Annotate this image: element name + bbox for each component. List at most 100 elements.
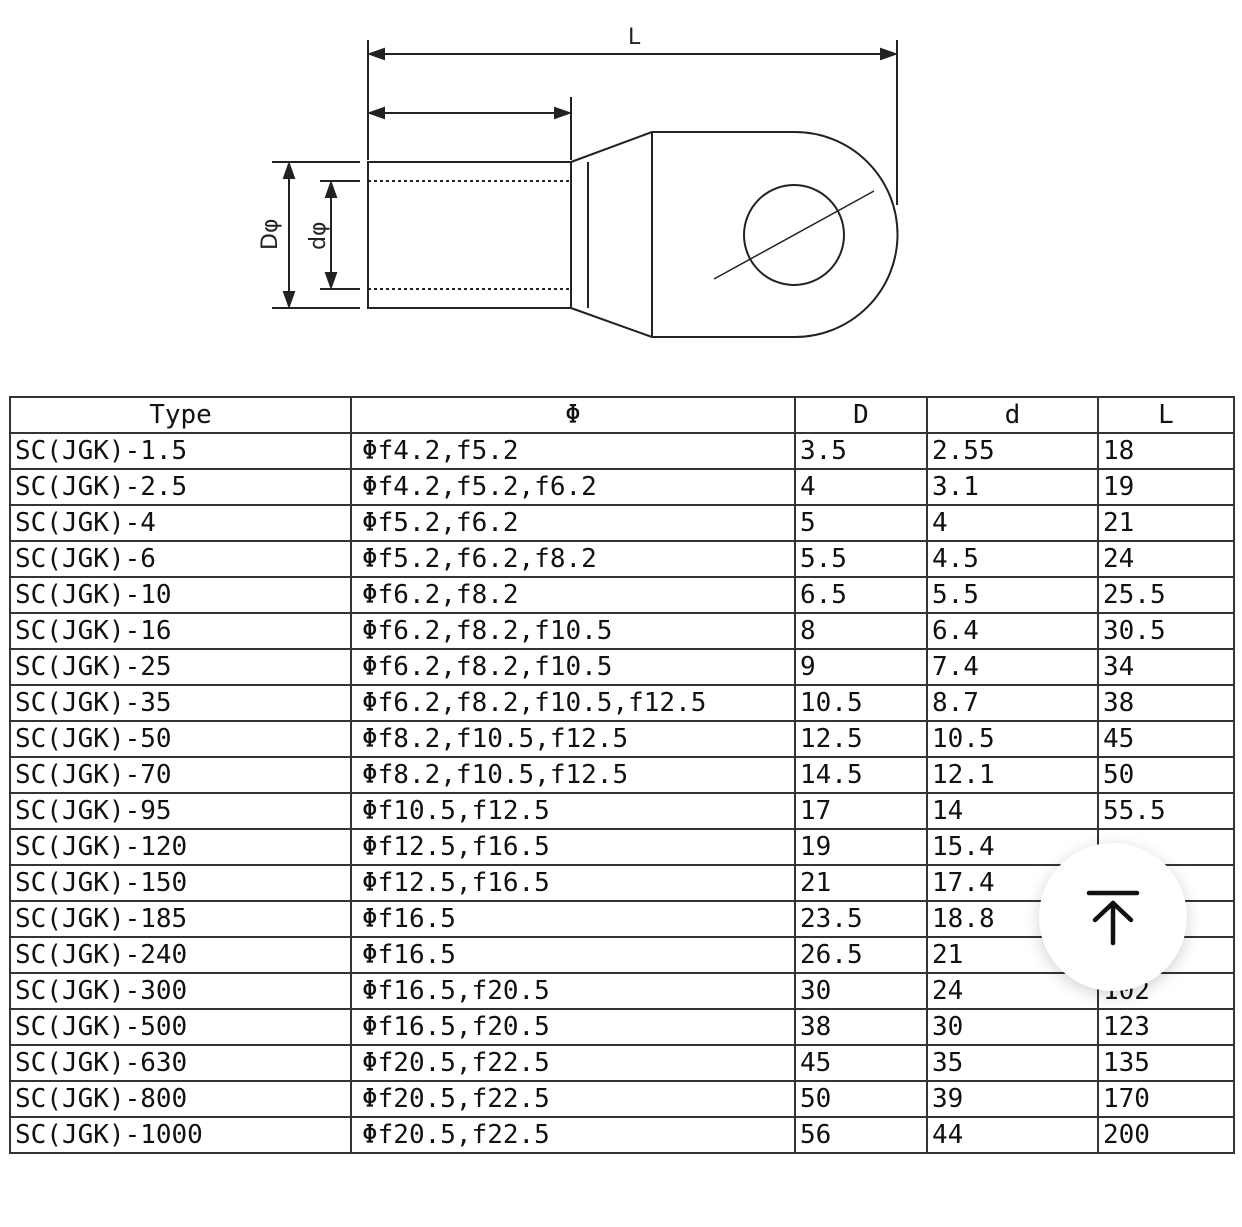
cell-phi: Φf5.2,f6.2 xyxy=(350,504,796,542)
cell-inner-dia: 5.5 xyxy=(926,576,1099,614)
scroll-to-top-button[interactable] xyxy=(1039,843,1187,991)
cell-outer-dia: 6.5 xyxy=(794,576,928,614)
cell-outer-dia: 26.5 xyxy=(794,936,928,974)
cell-outer-dia: 4 xyxy=(794,468,928,506)
cell-type: SC(JGK)-120 xyxy=(9,828,352,866)
cell-inner-dia: 12.1 xyxy=(926,756,1099,794)
cell-length: 55.5 xyxy=(1097,792,1235,830)
arrow-up-to-top-icon xyxy=(1086,890,1140,946)
cell-inner-dia: 10.5 xyxy=(926,720,1099,758)
barrel-arrow-right xyxy=(554,106,572,120)
cell-length: 170 xyxy=(1097,1080,1235,1118)
cell-length: 25.5 xyxy=(1097,576,1235,614)
stud-hole xyxy=(743,184,845,286)
cell-phi: Φf6.2,f8.2,f10.5 xyxy=(350,612,796,650)
cell-type: SC(JGK)-500 xyxy=(9,1008,352,1046)
cell-length: 50 xyxy=(1097,756,1235,794)
cell-phi: Φf4.2,f5.2 xyxy=(350,432,796,470)
length-arrow-right xyxy=(880,47,898,61)
header-phi: Φ xyxy=(350,396,796,434)
neck-top xyxy=(570,131,653,163)
cell-inner-dia: 3.1 xyxy=(926,468,1099,506)
cell-type: SC(JGK)-800 xyxy=(9,1080,352,1118)
cell-type: SC(JGK)-1000 xyxy=(9,1116,352,1154)
cell-outer-dia: 5.5 xyxy=(794,540,928,578)
header-length: L xyxy=(1097,396,1235,434)
length-arrow-left xyxy=(367,47,385,61)
cell-length: 45 xyxy=(1097,720,1235,758)
cell-length: 24 xyxy=(1097,540,1235,578)
cell-length: 123 xyxy=(1097,1008,1235,1046)
header-type: Type xyxy=(9,396,352,434)
cell-length: 21 xyxy=(1097,504,1235,542)
cell-phi: Φf4.2,f5.2,f6.2 xyxy=(350,468,796,506)
cell-outer-dia: 50 xyxy=(794,1080,928,1118)
stud-hole-centerline xyxy=(713,190,875,280)
cell-outer-dia: 8 xyxy=(794,612,928,650)
cell-phi: Φf6.2,f8.2,f10.5,f12.5 xyxy=(350,684,796,722)
cell-inner-dia: 39 xyxy=(926,1080,1099,1118)
cell-length: 200 xyxy=(1097,1116,1235,1154)
cell-phi: Φf16.5,f20.5 xyxy=(350,972,796,1010)
neck-bottom xyxy=(570,307,653,338)
cell-type: SC(JGK)-4 xyxy=(9,504,352,542)
ring-terminal-diagram: L Dφ dφ xyxy=(258,25,899,338)
cell-outer-dia: 21 xyxy=(794,864,928,902)
terminal-barrel xyxy=(367,161,572,309)
outer-dia-label: Dφ xyxy=(258,219,283,250)
cell-type: SC(JGK)-16 xyxy=(9,612,352,650)
cell-outer-dia: 56 xyxy=(794,1116,928,1154)
cell-phi: Φf6.2,f8.2 xyxy=(350,576,796,614)
cell-length: 18 xyxy=(1097,432,1235,470)
cell-outer-dia: 9 xyxy=(794,648,928,686)
ring-tongue xyxy=(652,131,899,338)
outer-dia-arrow-bottom xyxy=(282,291,296,309)
header-inner-dia: d xyxy=(926,396,1099,434)
inner-dia-arrow-bottom xyxy=(324,272,338,290)
cell-outer-dia: 14.5 xyxy=(794,756,928,794)
inner-dia-arrow-top xyxy=(324,180,338,198)
cell-length: 135 xyxy=(1097,1044,1235,1082)
cell-length: 19 xyxy=(1097,468,1235,506)
cell-type: SC(JGK)-6 xyxy=(9,540,352,578)
barrel-arrow-left xyxy=(367,106,385,120)
cell-type: SC(JGK)-1.5 xyxy=(9,432,352,470)
cell-outer-dia: 17 xyxy=(794,792,928,830)
outer-dia-arrow-top xyxy=(282,161,296,179)
cell-phi: Φf6.2,f8.2,f10.5 xyxy=(350,648,796,686)
header-outer-dia: D xyxy=(794,396,928,434)
table-header-row: Type Φ D d L xyxy=(9,396,1235,434)
cell-inner-dia: 15.4 xyxy=(926,828,1099,866)
cell-length: 38 xyxy=(1097,684,1235,722)
cell-inner-dia: 35 xyxy=(926,1044,1099,1082)
cell-outer-dia: 12.5 xyxy=(794,720,928,758)
cell-inner-dia: 4.5 xyxy=(926,540,1099,578)
length-label: L xyxy=(628,25,641,50)
cell-phi: Φf12.5,f16.5 xyxy=(350,828,796,866)
cell-phi: Φf16.5 xyxy=(350,900,796,938)
cell-outer-dia: 19 xyxy=(794,828,928,866)
cell-inner-dia: 8.7 xyxy=(926,684,1099,722)
cell-type: SC(JGK)-240 xyxy=(9,936,352,974)
cell-inner-dia: 30 xyxy=(926,1008,1099,1046)
cell-type: SC(JGK)-2.5 xyxy=(9,468,352,506)
cell-inner-dia: 6.4 xyxy=(926,612,1099,650)
cell-phi: Φf16.5 xyxy=(350,936,796,974)
cell-type: SC(JGK)-25 xyxy=(9,648,352,686)
